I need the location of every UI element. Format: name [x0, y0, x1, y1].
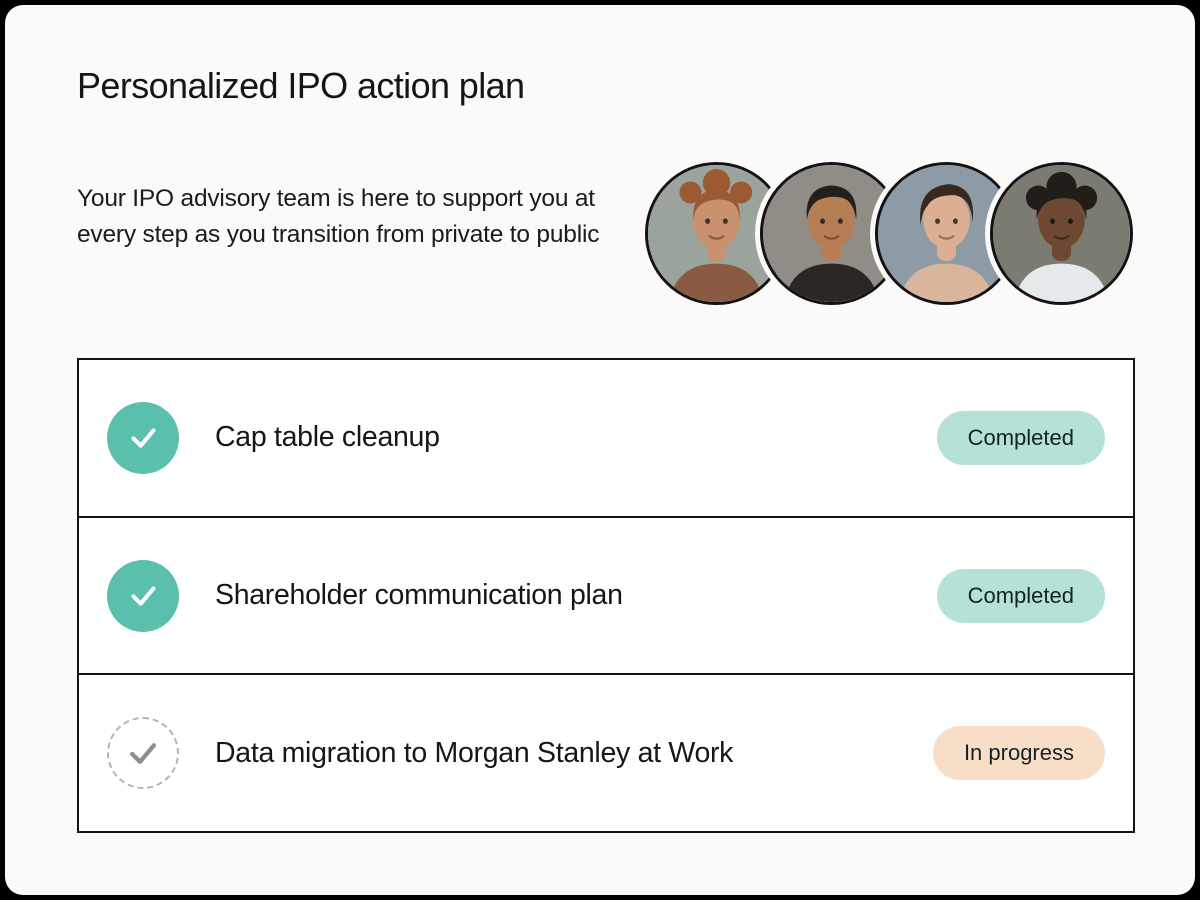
- checkbox-pending-icon[interactable]: [107, 717, 179, 790]
- task-row-cap-table-cleanup[interactable]: Cap table cleanup Completed: [79, 360, 1133, 516]
- status-badge-completed: Completed: [936, 568, 1105, 623]
- ipo-plan-card: Personalized IPO action plan Your IPO ad…: [5, 5, 1195, 895]
- advisor-avatars: [645, 162, 1133, 305]
- status-badge-in-progress: In progress: [932, 726, 1105, 781]
- task-label: Shareholder communication plan: [215, 579, 623, 611]
- task-row-data-migration[interactable]: Data migration to Morgan Stanley at Work…: [79, 673, 1133, 832]
- page-title: Personalized IPO action plan: [77, 65, 525, 106]
- task-row-shareholder-communication-plan[interactable]: Shareholder communication plan Completed: [79, 515, 1133, 674]
- intro-text: Your IPO advisory team is here to suppor…: [77, 185, 600, 248]
- task-label: Data migration to Morgan Stanley at Work: [215, 736, 734, 769]
- checkbox-checked-icon[interactable]: [107, 401, 179, 474]
- checkbox-checked-icon[interactable]: [107, 559, 179, 632]
- status-badge-completed: Completed: [936, 410, 1105, 465]
- advisor-photo-icon: [993, 165, 1130, 302]
- task-table: Cap table cleanup Completed Shareholder …: [77, 358, 1135, 833]
- checkmark-icon: [130, 586, 156, 606]
- checkmark-icon: [130, 743, 156, 765]
- checkmark-icon: [130, 428, 156, 449]
- advisor-photo-icon: [648, 165, 785, 302]
- advisor-avatar-1: [645, 162, 788, 305]
- task-label: Cap table cleanup: [215, 421, 440, 454]
- advisor-avatar-4: [990, 162, 1133, 305]
